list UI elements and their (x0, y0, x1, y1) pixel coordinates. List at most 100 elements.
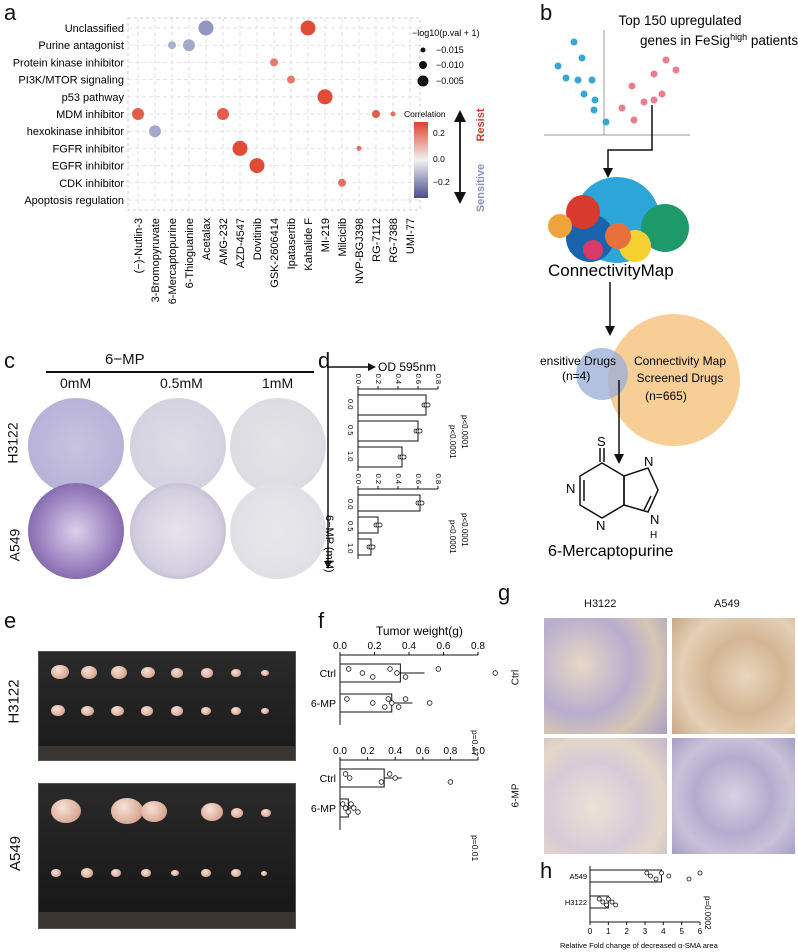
d-h3122-bar (357, 394, 427, 416)
e-cell-a549: A549 (7, 835, 25, 872)
tick-label: 0.0 (333, 746, 347, 757)
tumor-a549 (261, 871, 267, 876)
row-label: MDM inhibitor (56, 109, 124, 121)
f-a549-point (342, 805, 349, 811)
category-label: 6-MP (311, 803, 336, 815)
h-point (596, 896, 602, 902)
f-a549-point (340, 801, 346, 807)
panel-letter-f: f (318, 608, 325, 633)
c-treatment-line (46, 371, 314, 373)
photo-h3122 (38, 651, 296, 761)
f-h3122-point (402, 696, 409, 702)
dotplot-dot (217, 108, 229, 120)
c-conc-1: 0.5mM (160, 375, 203, 391)
color-legend-tick-1: 0.2 (433, 128, 445, 138)
h-point (666, 873, 672, 879)
dotplot-dot (168, 41, 176, 50)
f-a549-point (346, 775, 353, 781)
dotplot-dot (317, 89, 333, 105)
col-label: 3-Bromopyruvate (150, 218, 162, 302)
tumor-a549 (201, 803, 223, 821)
tick-label: 0.4 (402, 641, 416, 652)
tick-label: 0.4 (394, 374, 403, 384)
ihc-a549-6mp (672, 738, 795, 854)
row-label: Purine antagonist (38, 40, 124, 52)
row-label: Unclassified (65, 23, 124, 35)
f-h3122-point (344, 696, 350, 702)
row-label: Protein kinase inhibitor (13, 57, 125, 69)
h-point (604, 902, 609, 908)
dish-h3122-0.5mM (130, 398, 226, 494)
tick-label: 0.2 (374, 474, 383, 484)
f-a549-point (351, 805, 357, 811)
tick-label: 0.6 (414, 374, 423, 384)
d-p4: p<0.0001 (460, 513, 469, 547)
f-p-top: p=0.47 (470, 730, 480, 757)
panel-letter-b: b (540, 0, 553, 25)
atom-h9: H (650, 530, 657, 541)
sensitive-label: Sensitive (475, 164, 487, 212)
col-label: Acetalax (201, 218, 213, 261)
category-label: 0.0 (346, 399, 355, 409)
f-a549-point (392, 775, 398, 781)
h-point (644, 870, 650, 876)
tick-label: 0.0 (354, 374, 363, 384)
tumor-h3122 (171, 668, 183, 678)
category-label: A549 (569, 872, 587, 881)
dish-h3122-0mM (28, 398, 124, 494)
tick-label: 6 (698, 927, 703, 936)
dotplot-dot (407, 197, 413, 203)
col-label: UMI-77 (405, 218, 417, 254)
f-h3122-point (387, 666, 393, 672)
dotplot-dot (287, 75, 295, 84)
venn-sensitive-circle (576, 348, 628, 400)
tumor-a549 (81, 868, 93, 878)
tumor-h3122 (111, 705, 124, 716)
g-row-6mp: 6-MP (510, 783, 522, 808)
f-a549-point (378, 779, 385, 785)
atom-n7: N (644, 454, 653, 469)
f-a549-point (342, 771, 349, 777)
f-h3122-point (370, 700, 376, 706)
col-label: 6-Mercaptopurine (167, 218, 179, 304)
tick-label: 0.2 (368, 641, 382, 652)
f-h3122-point (389, 700, 395, 706)
venn-cmap-n: (n=665) (645, 389, 687, 403)
atom-s: S (597, 434, 606, 449)
category-label: Ctrl (320, 773, 336, 785)
tumor-h3122 (111, 666, 127, 679)
ruler-h3122 (39, 746, 295, 760)
d-h3122-bar (357, 446, 403, 468)
category-label: H3122 (565, 898, 587, 907)
size-legend-dot-3 (417, 75, 429, 87)
tumor-h3122 (141, 667, 155, 679)
d-h3122-bar (357, 420, 419, 442)
f-p-bottom: p=0.01 (470, 835, 480, 862)
panel-letter-a: a (4, 0, 17, 25)
tick-label: 0.8 (443, 746, 457, 757)
tumor-a549 (51, 799, 81, 823)
dotplot-dot (198, 20, 214, 36)
col-label: RG-7112 (371, 218, 383, 262)
row-label: FGFR inhibitor (52, 143, 124, 155)
d-h3122-point (401, 454, 407, 460)
cmap-bubbles (548, 177, 689, 263)
f-h3122-point (359, 670, 366, 676)
dotplot-dots (132, 20, 413, 203)
col-label: RG-7388 (388, 218, 400, 263)
tick-label: 0.4 (394, 474, 403, 484)
category-label: 6-MP (311, 698, 336, 710)
tick-label: 0.6 (416, 746, 430, 757)
arrow-up-head (454, 110, 466, 122)
tick-label: 0 (588, 927, 593, 936)
d-a549-point (370, 544, 376, 550)
tick-label: 0.0 (333, 641, 347, 652)
tumor-a549 (201, 869, 211, 877)
f-a549-point (348, 801, 354, 807)
f-h3122-point (370, 674, 376, 680)
ihc-h3122-6mp (544, 738, 667, 854)
col-label: NVP-BGJ398 (354, 218, 366, 284)
